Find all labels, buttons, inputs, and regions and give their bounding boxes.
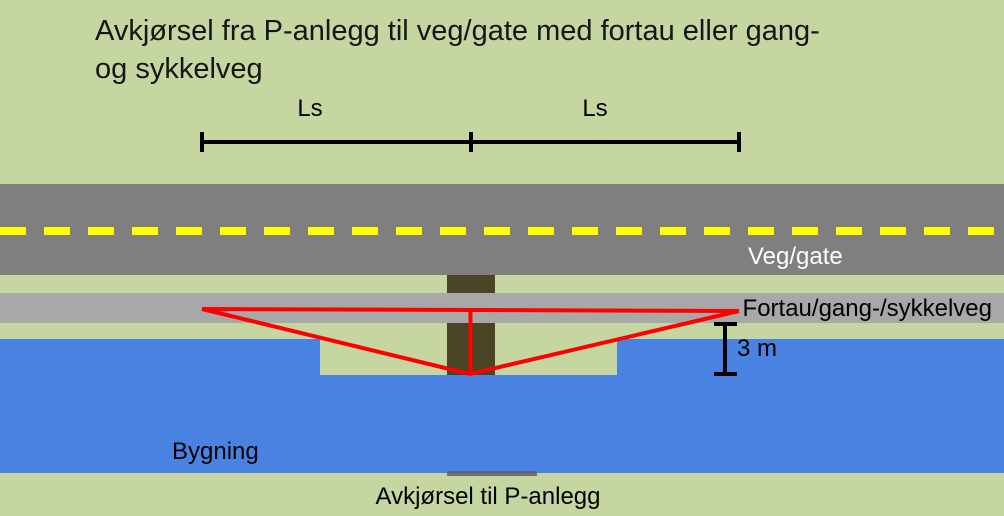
driveway-lower-segment [447,323,495,375]
diagram-title-line2: og sykkelveg [95,53,263,85]
road-label: Veg/gate [748,243,843,270]
diagram-title: Avkjørsel fra P-anlegg til veg/gate med … [95,12,820,88]
sight-distance-label-right: Ls [582,95,608,122]
driveway-label: Avkjørsel til P-anlegg [375,483,601,510]
driveway-upper-segment [447,275,495,293]
diagram-title-line1: Avkjørsel fra P-anlegg til veg/gate med … [95,15,820,47]
building-passage [447,471,537,476]
sight-distance-label-left: Ls [297,95,323,122]
lane-marking-dashed-yellow [0,227,1004,235]
setback-label: 3 m [737,335,778,362]
sidewalk-path-label: Fortau/gang-/sykkelveg [742,295,992,322]
building-label: Bygning [172,438,259,465]
ls-dimension-line [200,132,741,152]
